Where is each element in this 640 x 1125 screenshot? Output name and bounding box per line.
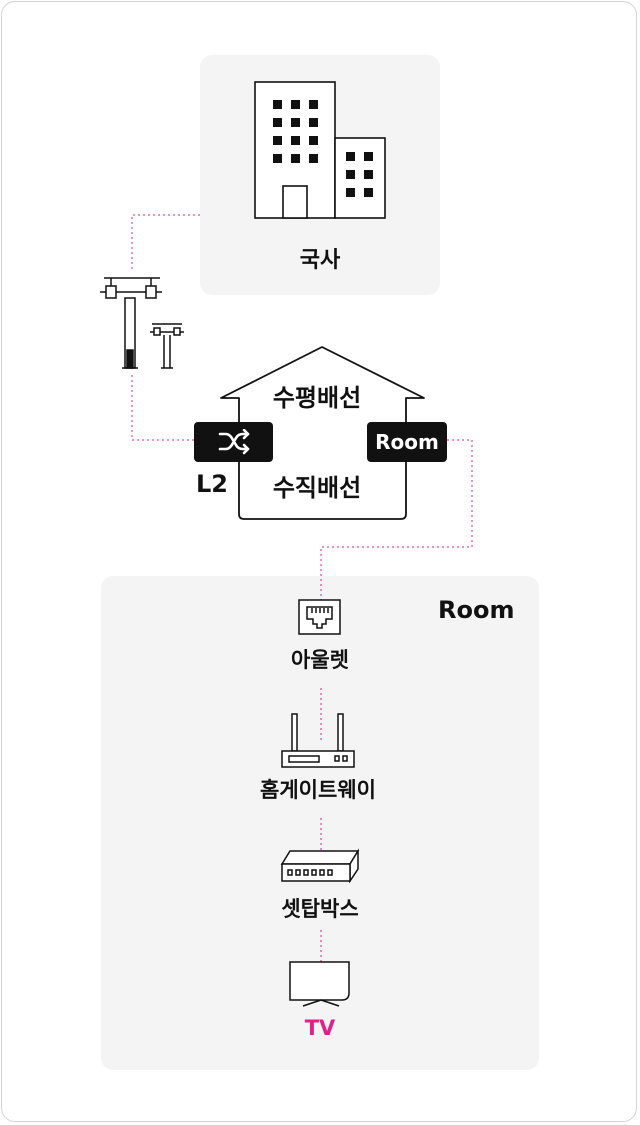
outlet-label: 아울렛 — [291, 648, 349, 672]
l2-switch — [194, 422, 273, 462]
utility-pole-icon — [100, 277, 184, 369]
router-icon — [281, 713, 355, 768]
room-section-title: Room — [438, 596, 515, 624]
line-pole-to-switch — [131, 375, 194, 441]
l2-switch-label: L2 — [196, 470, 228, 498]
room-badge: Room — [367, 422, 447, 462]
line-room-badge-to-outlet — [320, 439, 473, 600]
tv-label: TV — [304, 1016, 336, 1040]
line-hq-to-pole — [131, 214, 200, 270]
settop-box-icon — [280, 848, 360, 884]
ethernet-outlet-icon — [298, 599, 341, 635]
shuffle-icon — [218, 429, 249, 455]
settop-box-label: 셋탑박스 — [281, 897, 359, 921]
central-office-label: 국사 — [299, 248, 341, 273]
tv-icon — [289, 961, 350, 1007]
home-gateway-label: 홈게이트웨이 — [260, 778, 376, 802]
building-icon — [254, 81, 386, 219]
vertical-wiring-label: 수직배선 — [272, 474, 362, 502]
horizontal-wiring-label: 수평배선 — [272, 384, 362, 412]
